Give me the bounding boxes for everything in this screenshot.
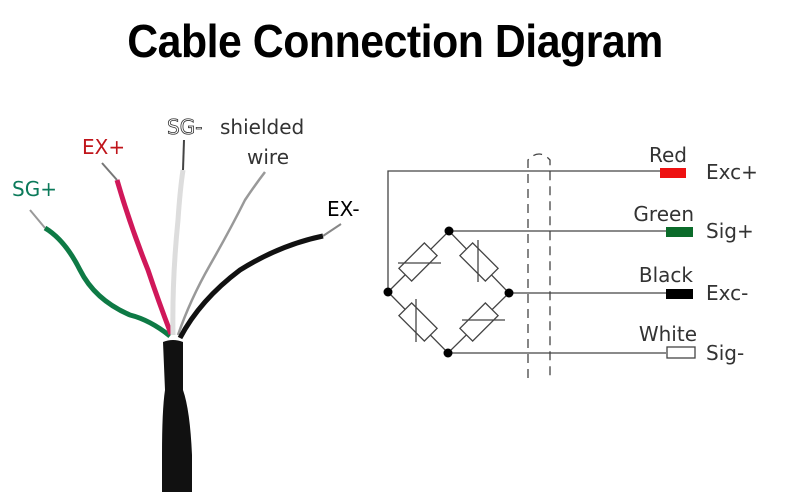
shielded-wire xyxy=(176,171,266,336)
white-wire xyxy=(170,169,186,336)
bridge-diamond xyxy=(387,230,510,354)
resistor-top-right xyxy=(458,241,500,283)
wire-label-black: Black xyxy=(639,263,694,287)
cable-jacket xyxy=(162,340,192,492)
green-wire-tip xyxy=(29,209,46,229)
label-shielded: shielded xyxy=(220,115,304,139)
wire-label-red: Red xyxy=(649,143,687,167)
signal-label-exc-plus: Exc+ xyxy=(706,160,758,184)
label-ex-minus: EX- xyxy=(327,197,360,221)
bridge-schematic xyxy=(383,153,696,378)
diagram-title: Cable Connection Diagram xyxy=(127,15,663,67)
swatch-black xyxy=(666,289,693,299)
red-wire xyxy=(114,179,174,335)
resistor-bottom-left xyxy=(397,301,439,343)
resistor-bottom-right xyxy=(458,301,500,343)
schematic-labels: Red Exc+ Green Sig+ Black Exc- White Sig… xyxy=(633,143,757,365)
wire-label-white: White xyxy=(639,322,697,346)
node-right xyxy=(504,288,514,298)
black-wire xyxy=(177,233,324,340)
wire-label-green: Green xyxy=(633,202,694,226)
green-wire xyxy=(43,225,172,338)
swatch-green xyxy=(666,227,693,237)
swatch-red xyxy=(660,168,686,178)
label-wire: wire xyxy=(247,145,289,169)
signal-label-sig-plus: Sig+ xyxy=(706,219,754,243)
label-ex-plus: EX+ xyxy=(82,135,125,159)
label-sg-plus: SG+ xyxy=(12,177,57,201)
black-wire-tip xyxy=(322,223,342,237)
label-sg-minus: SG- xyxy=(167,115,202,139)
signal-label-exc-minus: Exc- xyxy=(706,281,748,305)
node-left xyxy=(383,287,393,297)
cable-photo: SG+ EX+ SG- shielded wire EX- xyxy=(12,115,360,492)
node-top xyxy=(444,226,454,236)
signal-label-sig-minus: Sig- xyxy=(706,341,744,365)
node-bottom xyxy=(443,348,453,358)
shield-outline xyxy=(527,153,551,378)
resistor-top-left xyxy=(397,241,439,283)
swatch-white xyxy=(666,346,696,359)
wire-red xyxy=(387,170,660,290)
red-wire-tip xyxy=(101,162,118,181)
white-wire-tip xyxy=(182,139,185,171)
